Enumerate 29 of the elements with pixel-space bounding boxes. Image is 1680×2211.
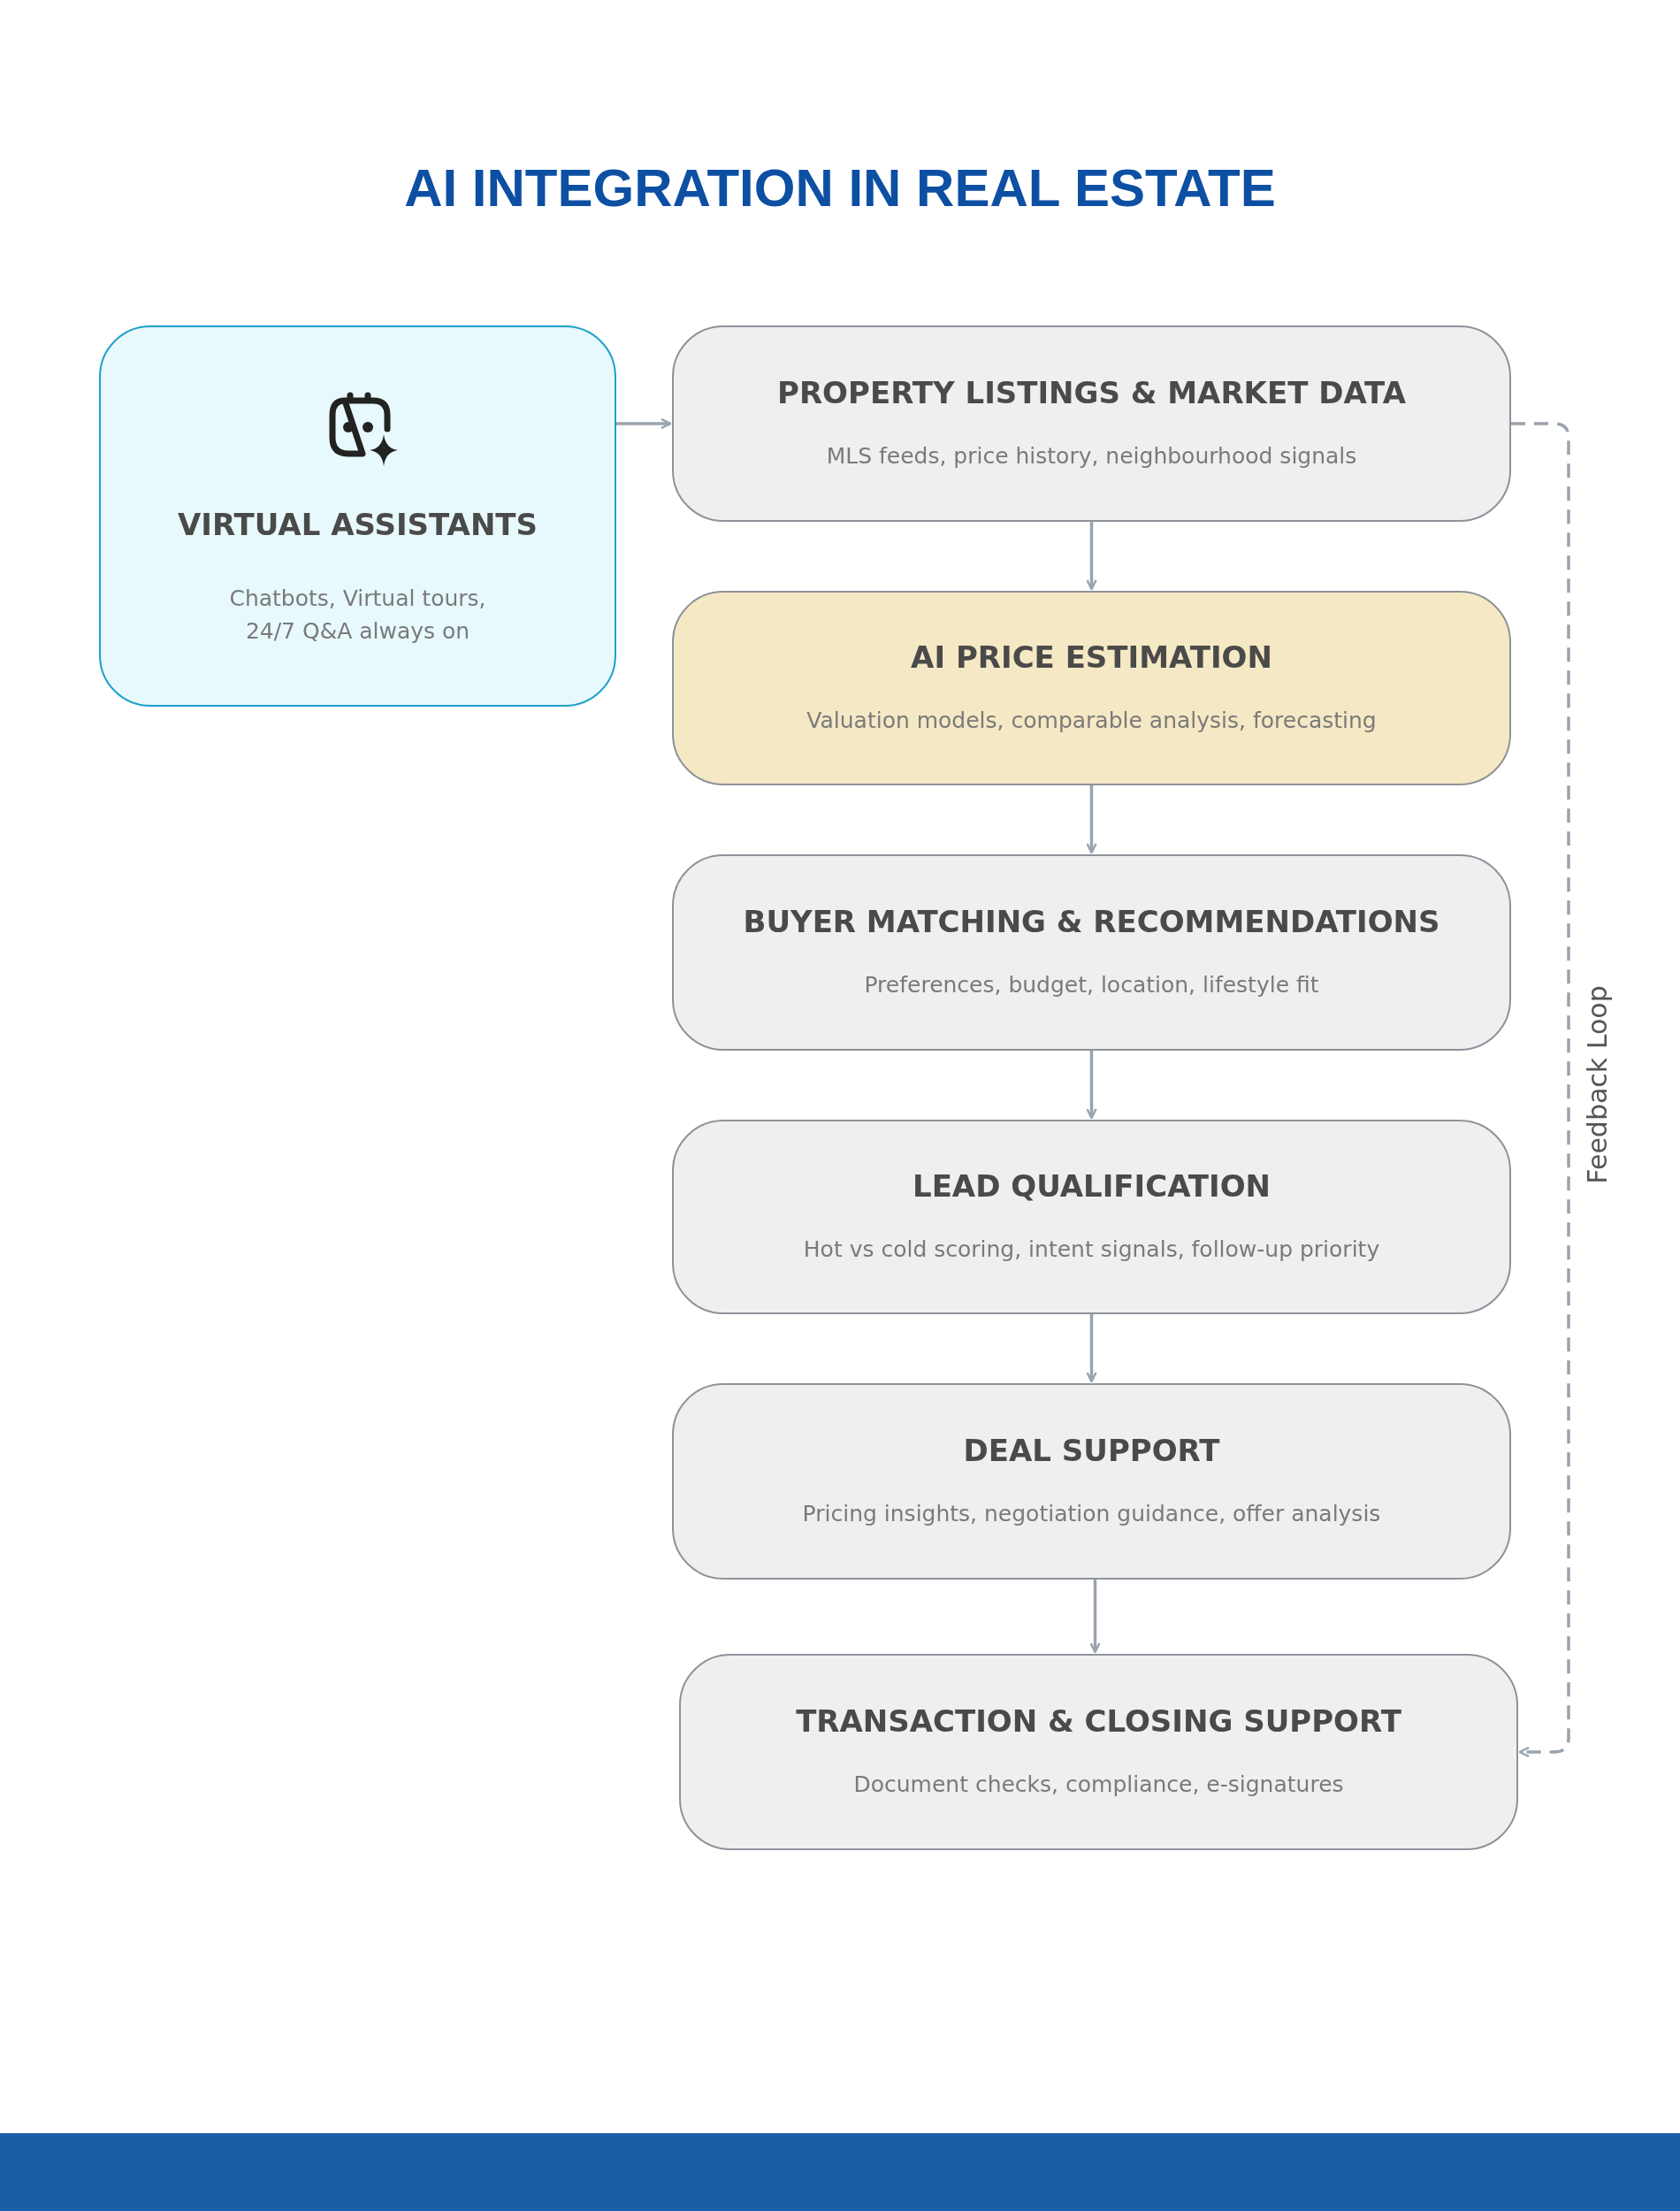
box-heading: BUYER MATCHING & RECOMMENDATIONS: [743, 903, 1440, 939]
process-box: [672, 1120, 1511, 1314]
process-box: [679, 1654, 1518, 1850]
box-heading: PROPERTY LISTINGS & MARKET DATA: [777, 374, 1406, 410]
box-description: Hot vs cold scoring, intent signals, follow-up priority: [803, 1235, 1380, 1264]
dashed-arrow: [1511, 422, 1570, 1758]
arrow: [1086, 785, 1097, 854]
arrow: [1089, 1580, 1101, 1654]
box-description: Preferences, budget, location, lifestyle fit: [864, 970, 1319, 999]
box-description: Document checks, compliance, e-signatures: [853, 1770, 1344, 1799]
process-box: [672, 591, 1511, 785]
assistant-card: [99, 325, 616, 707]
box-description: Chatbots, Virtual tours, 24/7 Q&A always on: [228, 585, 487, 646]
arrow: [1086, 1314, 1097, 1383]
box-heading: VIRTUAL ASSISTANTS: [177, 507, 538, 543]
box-heading: TRANSACTION & CLOSING SUPPORT: [796, 1702, 1401, 1739]
arrow: [1086, 522, 1097, 591]
box-description: Pricing insights, negotiation guidance, offer analysis: [802, 1499, 1381, 1528]
box-heading: AI PRICE ESTIMATION: [911, 639, 1272, 675]
box-heading: DEAL SUPPORT: [963, 1432, 1220, 1468]
arrow: [616, 417, 672, 430]
process-box: [672, 1383, 1511, 1580]
process-box: [672, 325, 1511, 522]
process-box: [672, 854, 1511, 1051]
box-description: Valuation models, comparable analysis, forecasting: [806, 706, 1377, 735]
box-heading: LEAD QUALIFICATION: [912, 1167, 1271, 1204]
diagram-title: AI INTEGRATION IN REAL ESTATE: [403, 157, 1277, 218]
box-description: MLS feeds, price history, neighbourhood signals: [826, 441, 1357, 471]
arrow: [1086, 1051, 1097, 1120]
